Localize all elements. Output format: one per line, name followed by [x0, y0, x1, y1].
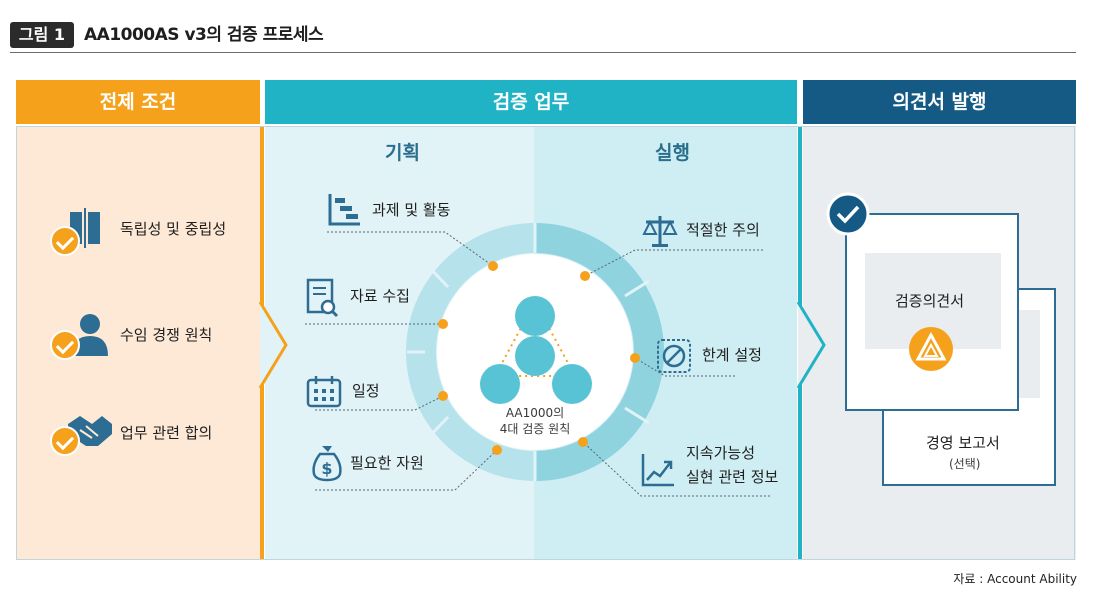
- check-icon: [50, 426, 80, 456]
- header-preconditions: 전제 조건: [16, 80, 260, 124]
- figure-tag: 그림 1: [10, 22, 74, 48]
- assurance-statement-doc: [845, 213, 1019, 411]
- header-opinion: 의견서 발행: [803, 80, 1076, 124]
- check-icon: [50, 226, 80, 256]
- scales-icon: [642, 216, 678, 247]
- figure-title: AA1000AS v3의 검증 프로세스: [84, 25, 324, 45]
- diagram-frame: [16, 126, 1075, 560]
- prohibit-icon: [657, 339, 691, 373]
- chevron-right-icon: [258, 301, 288, 389]
- growth-chart-icon: [641, 454, 674, 487]
- title-divider: [10, 52, 1076, 53]
- execution-item-label: 지속가능성: [686, 444, 756, 462]
- management-report-label: 경영 보고서: [926, 434, 1000, 452]
- chevron-right-icon: [796, 301, 826, 389]
- management-report-note: (선택): [949, 457, 981, 471]
- check-icon: [50, 330, 80, 360]
- document-search-icon: [306, 278, 339, 318]
- calendar-icon: [306, 376, 342, 408]
- precondition-label: 업무 관련 합의: [120, 424, 213, 442]
- precondition-label: 수임 경쟁 원칙: [120, 326, 213, 344]
- money-bag-icon: $: [312, 446, 342, 482]
- planning-title: 기획: [385, 142, 420, 164]
- planning-item-label: 과제 및 활동: [372, 201, 451, 219]
- execution-item-label-line2: 실현 관련 정보: [686, 468, 779, 486]
- center-text-line1: AA1000의: [505, 406, 565, 420]
- svg-text:$: $: [321, 459, 332, 478]
- assurance-statement-label: 검증의견서: [895, 292, 965, 310]
- center-text-line2: 4대 검증 원칙: [499, 422, 571, 436]
- planning-item-label: 일정: [352, 382, 380, 400]
- task-steps-icon: [328, 194, 360, 226]
- aa-logo-icon: [909, 327, 953, 371]
- execution-title: 실행: [655, 142, 690, 164]
- planning-item-label: 자료 수집: [350, 287, 410, 305]
- process-ring: [305, 223, 770, 497]
- check-badge-icon: [826, 192, 870, 236]
- execution-item-label: 한계 설정: [702, 346, 762, 364]
- precondition-label: 독립성 및 중립성: [120, 220, 227, 238]
- source-note: 자료 : Account Ability: [953, 572, 1077, 586]
- header-verification: 검증 업무: [265, 80, 797, 124]
- planning-item-label: 필요한 자원: [350, 454, 424, 472]
- execution-item-label: 적절한 주의: [686, 221, 760, 239]
- person-icon: [72, 314, 108, 356]
